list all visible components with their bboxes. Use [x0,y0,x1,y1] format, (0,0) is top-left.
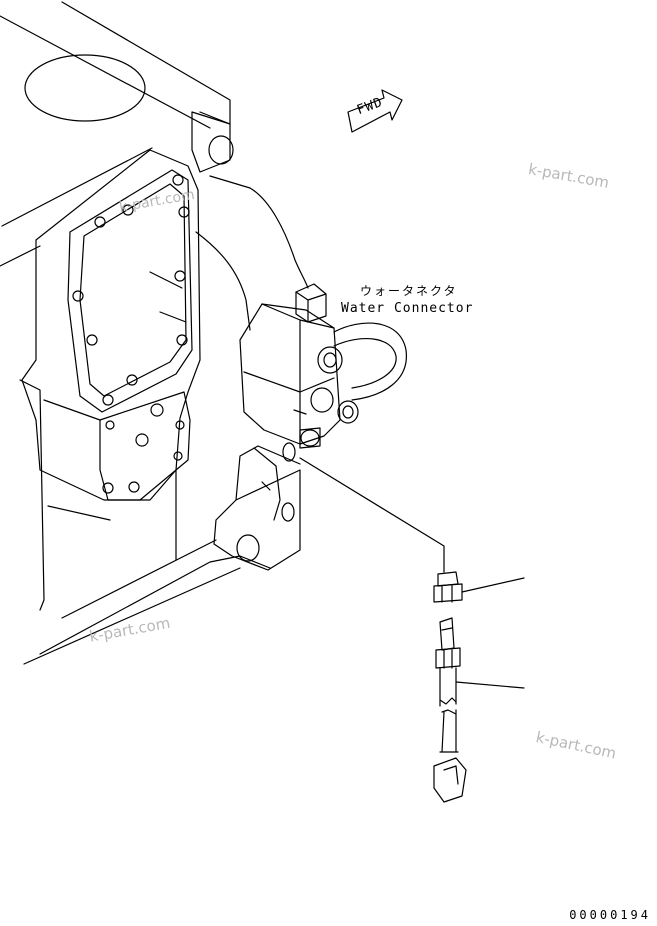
fwd-arrow-icon [347,89,403,133]
top-oval-cover [24,54,146,122]
water-connector [239,283,407,449]
connector-label-en: Water Connector [341,301,474,316]
engine-block-outline [0,1,309,331]
leader-line-port [299,457,445,573]
adapter-plug [433,571,525,603]
mounting-bracket [213,442,301,571]
drawing-code: 00000194 [569,908,651,922]
engine-block-lower [19,379,271,665]
front-gasket-plate [21,149,201,501]
connector-label-jp: ウォータネクタ [360,284,458,298]
temperature-sensor [433,617,525,803]
